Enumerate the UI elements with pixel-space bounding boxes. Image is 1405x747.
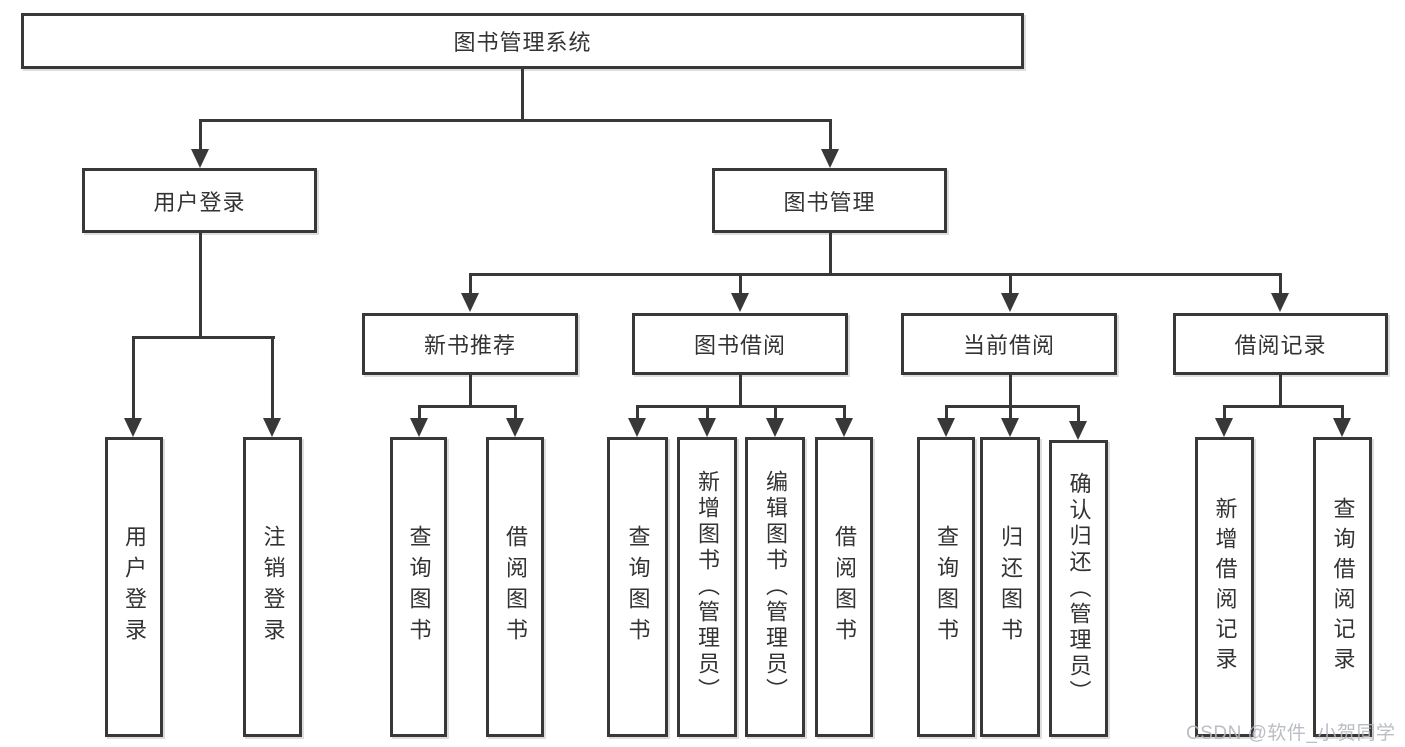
connector-to-current-borrowing xyxy=(1009,273,1012,295)
connector-to-new-book-rec xyxy=(469,273,472,295)
connector-to-leaf-user-login xyxy=(132,336,135,420)
connector-user-login-bar xyxy=(132,336,275,339)
connector-level2-bar xyxy=(199,119,832,122)
arrowhead xyxy=(263,418,281,437)
watermark: CSDN @软件_小贺同学 xyxy=(1186,723,1396,744)
node-current-borrowing: 当前借阅 xyxy=(901,313,1117,375)
connector-current-borrow-stem xyxy=(1009,374,1012,408)
leaf-logout-login: 注销登录 xyxy=(243,437,302,737)
connector-to-borrow-records xyxy=(1279,273,1282,295)
connector-leaf xyxy=(1009,405,1012,421)
connector-leaf xyxy=(1223,405,1226,421)
leaf-add-borrow-record: 新增借阅记录 xyxy=(1195,437,1254,737)
leaf-query-borrow-record: 查询借阅记录 xyxy=(1313,437,1372,737)
node-new-book-recommendation: 新书推荐 xyxy=(362,313,578,375)
arrowhead xyxy=(1001,418,1019,437)
connector-borrow-records-stem xyxy=(1279,374,1282,408)
arrowhead xyxy=(1215,418,1233,437)
leaf-borrow-books-borrowing: 借阅图书 xyxy=(815,437,873,737)
leaf-edit-books-admin: 编辑图书（管理员） xyxy=(745,437,805,737)
connector-book-borrow-bar xyxy=(636,405,846,408)
connector-leaf xyxy=(945,405,948,421)
connector-leaf xyxy=(843,405,846,421)
connector-borrow-records-bar xyxy=(1223,405,1344,408)
arrowhead xyxy=(191,149,209,168)
node-borrowing-records: 借阅记录 xyxy=(1173,313,1388,375)
connector-current-borrow-bar xyxy=(945,405,1080,408)
arrowhead xyxy=(1001,293,1019,312)
node-book-management: 图书管理 xyxy=(712,168,947,233)
leaf-query-books-recommend: 查询图书 xyxy=(390,437,447,737)
arrowhead xyxy=(766,418,784,437)
connector-to-book-management xyxy=(829,119,832,150)
leaf-query-books-current: 查询图书 xyxy=(917,437,975,737)
arrowhead xyxy=(1333,418,1351,437)
leaf-borrow-books-recommend: 借阅图书 xyxy=(486,437,544,737)
connector-to-book-borrowing xyxy=(739,273,742,295)
node-user-login: 用户登录 xyxy=(82,168,317,233)
arrowhead xyxy=(835,418,853,437)
connector-book-borrow-stem xyxy=(739,374,742,408)
arrowhead xyxy=(124,418,142,437)
node-book-borrowing: 图书借阅 xyxy=(632,313,848,375)
connector-leaf xyxy=(418,405,421,421)
connector-new-rec-stem xyxy=(469,374,472,408)
connector-leaf xyxy=(1341,405,1344,421)
leaf-user-login: 用户登录 xyxy=(105,437,163,737)
arrowhead xyxy=(628,418,646,437)
arrowhead xyxy=(821,149,839,168)
connector-new-rec-bar xyxy=(418,405,517,408)
arrowhead xyxy=(1271,293,1289,312)
connector-book-mgmt-stem xyxy=(829,232,832,276)
leaf-add-books-admin: 新增图书（管理员） xyxy=(677,437,737,737)
connector-leaf xyxy=(1077,405,1080,421)
connector-root-stem xyxy=(521,68,524,122)
connector-level3-bar xyxy=(469,273,1282,276)
connector-to-leaf-logout xyxy=(271,336,274,420)
arrowhead xyxy=(1069,421,1087,440)
arrowhead xyxy=(731,293,749,312)
leaf-query-books-borrowing: 查询图书 xyxy=(607,437,668,737)
connector-leaf xyxy=(774,405,777,421)
arrowhead xyxy=(410,418,428,437)
arrowhead xyxy=(461,293,479,312)
connector-to-user-login xyxy=(199,119,202,150)
arrowhead xyxy=(698,418,716,437)
leaf-return-books: 归还图书 xyxy=(980,437,1040,737)
node-library-system: 图书管理系统 xyxy=(21,13,1024,69)
connector-leaf xyxy=(514,405,517,421)
arrowhead xyxy=(506,418,524,437)
arrowhead xyxy=(937,418,955,437)
leaf-confirm-return-admin: 确认归还（管理员） xyxy=(1049,440,1108,737)
connector-user-login-stem xyxy=(199,232,202,339)
connector-leaf xyxy=(636,405,639,421)
connector-leaf xyxy=(706,405,709,421)
